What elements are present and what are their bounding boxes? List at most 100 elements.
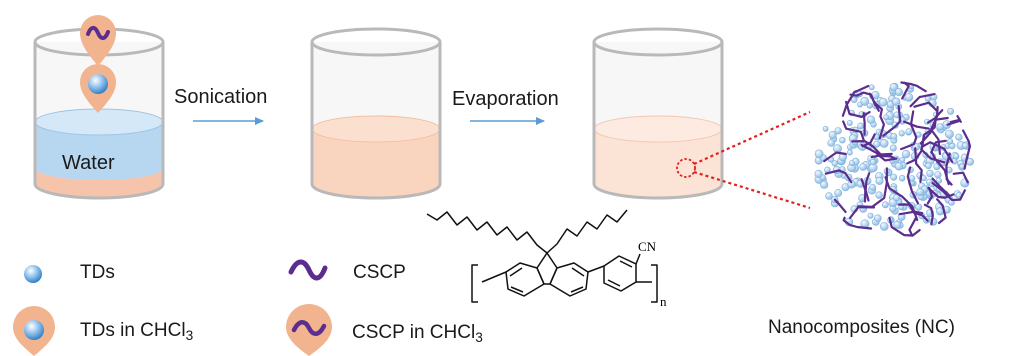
polymer-strand — [841, 84, 870, 117]
polymer-strand — [909, 93, 936, 108]
td-sphere-icon — [24, 265, 42, 283]
td-particle — [879, 139, 889, 148]
beaker-3 — [592, 27, 724, 200]
beaker-1 — [33, 27, 165, 200]
polymer-strand — [914, 147, 923, 183]
td-particle — [889, 144, 897, 152]
td-particle — [825, 192, 833, 200]
legend-cscp-in-chcl3-text: CSCP in CHCl — [352, 322, 476, 343]
polymer-strand — [851, 140, 893, 156]
polymer-strand — [906, 137, 925, 165]
td-particle — [890, 173, 898, 181]
td-particle — [828, 131, 837, 140]
td-particle — [820, 180, 829, 189]
polymer-strand — [906, 166, 919, 205]
nanocomposite-cluster — [814, 81, 974, 237]
td-particle — [834, 127, 842, 135]
td-particle — [875, 191, 883, 199]
polymer-strand — [923, 203, 934, 226]
polymer-strand — [927, 186, 955, 199]
td-particle — [882, 201, 889, 209]
td-particle — [894, 162, 904, 171]
td-particle — [847, 180, 856, 189]
polymer-strand — [913, 101, 938, 112]
polymer-strand — [882, 104, 902, 137]
td-particle — [893, 220, 902, 229]
td-particle — [936, 123, 944, 131]
polymer-strand — [861, 133, 876, 148]
legend-cscp-in-chcl3-subscript: 3 — [475, 329, 483, 345]
chcl3-droplet-icon — [286, 304, 332, 356]
polymer-strand — [900, 110, 918, 151]
td-particle — [857, 122, 864, 130]
polymer-strand — [962, 129, 971, 148]
polymer-strand — [952, 171, 969, 184]
td-particle — [873, 214, 882, 223]
polymer-strand — [874, 102, 885, 140]
td-particle — [814, 149, 824, 159]
polymer-chain-icon — [86, 25, 110, 41]
polymer-chain-icon — [288, 259, 328, 281]
chcl3-droplet-icon — [13, 306, 55, 356]
td-particle — [926, 169, 934, 178]
nanocomposites-label: Nanocomposites (NC) — [768, 317, 955, 338]
td-particle — [894, 88, 903, 97]
polymer-strand — [921, 141, 954, 163]
polymer-strand — [884, 176, 919, 222]
td-particle — [904, 93, 914, 102]
polymer-strand — [842, 216, 873, 230]
td-particle — [890, 132, 898, 140]
polymer-strand — [862, 112, 866, 136]
evaporation-label: Evaporation — [452, 88, 559, 110]
td-particle — [953, 153, 960, 160]
alkyl-chain-right — [546, 209, 628, 254]
td-particle — [866, 115, 876, 124]
td-particle — [848, 160, 855, 167]
td-particle — [869, 183, 877, 191]
td-particle — [899, 156, 906, 163]
polymer-strand — [833, 198, 847, 213]
td-particle — [946, 138, 954, 145]
polymer-strand — [903, 120, 930, 130]
td-particle — [839, 137, 846, 144]
nc-dispersion-layer — [594, 129, 722, 198]
mixture-layer — [312, 129, 440, 198]
td-particle — [889, 83, 898, 92]
td-particle — [935, 177, 943, 184]
td-particle — [834, 189, 843, 197]
polymer-strand — [931, 181, 966, 202]
td-particle — [898, 130, 905, 137]
chcl3-droplet-icon — [80, 64, 116, 113]
legend-tds-in-chcl3-text: TDs in CHCl — [80, 320, 186, 341]
td-particle — [947, 107, 955, 115]
td-particle — [859, 163, 867, 171]
td-particle — [893, 194, 901, 202]
td-particle — [814, 169, 823, 179]
td-particle — [898, 175, 906, 182]
polymer-strand — [842, 120, 865, 141]
td-particle — [908, 175, 916, 182]
polymer-strand — [876, 153, 898, 162]
td-particle — [867, 212, 874, 219]
td-particle — [846, 120, 853, 127]
water-label: Water — [62, 152, 115, 174]
td-particle — [914, 203, 923, 211]
td-particle — [883, 114, 889, 121]
sonication-label: Sonication — [174, 86, 268, 108]
td-particle — [916, 188, 924, 196]
td-particle — [955, 133, 963, 141]
legend-cscp-in-chcl3-label: CSCP in CHCl3 — [352, 322, 483, 345]
polymer-strand — [824, 169, 853, 184]
zoom-indicator — [676, 110, 811, 210]
cn-label: CN — [638, 239, 657, 254]
polymer-strand — [868, 92, 880, 112]
td-particle — [831, 160, 838, 167]
polymer-strand — [823, 151, 847, 163]
polymer-strand — [931, 177, 951, 197]
polymer-chain-icon — [291, 320, 327, 336]
legend-cscp-label: CSCP — [353, 262, 406, 283]
td-particle — [822, 125, 829, 132]
td-sphere-icon — [24, 320, 44, 340]
polymer-strand — [848, 206, 876, 220]
